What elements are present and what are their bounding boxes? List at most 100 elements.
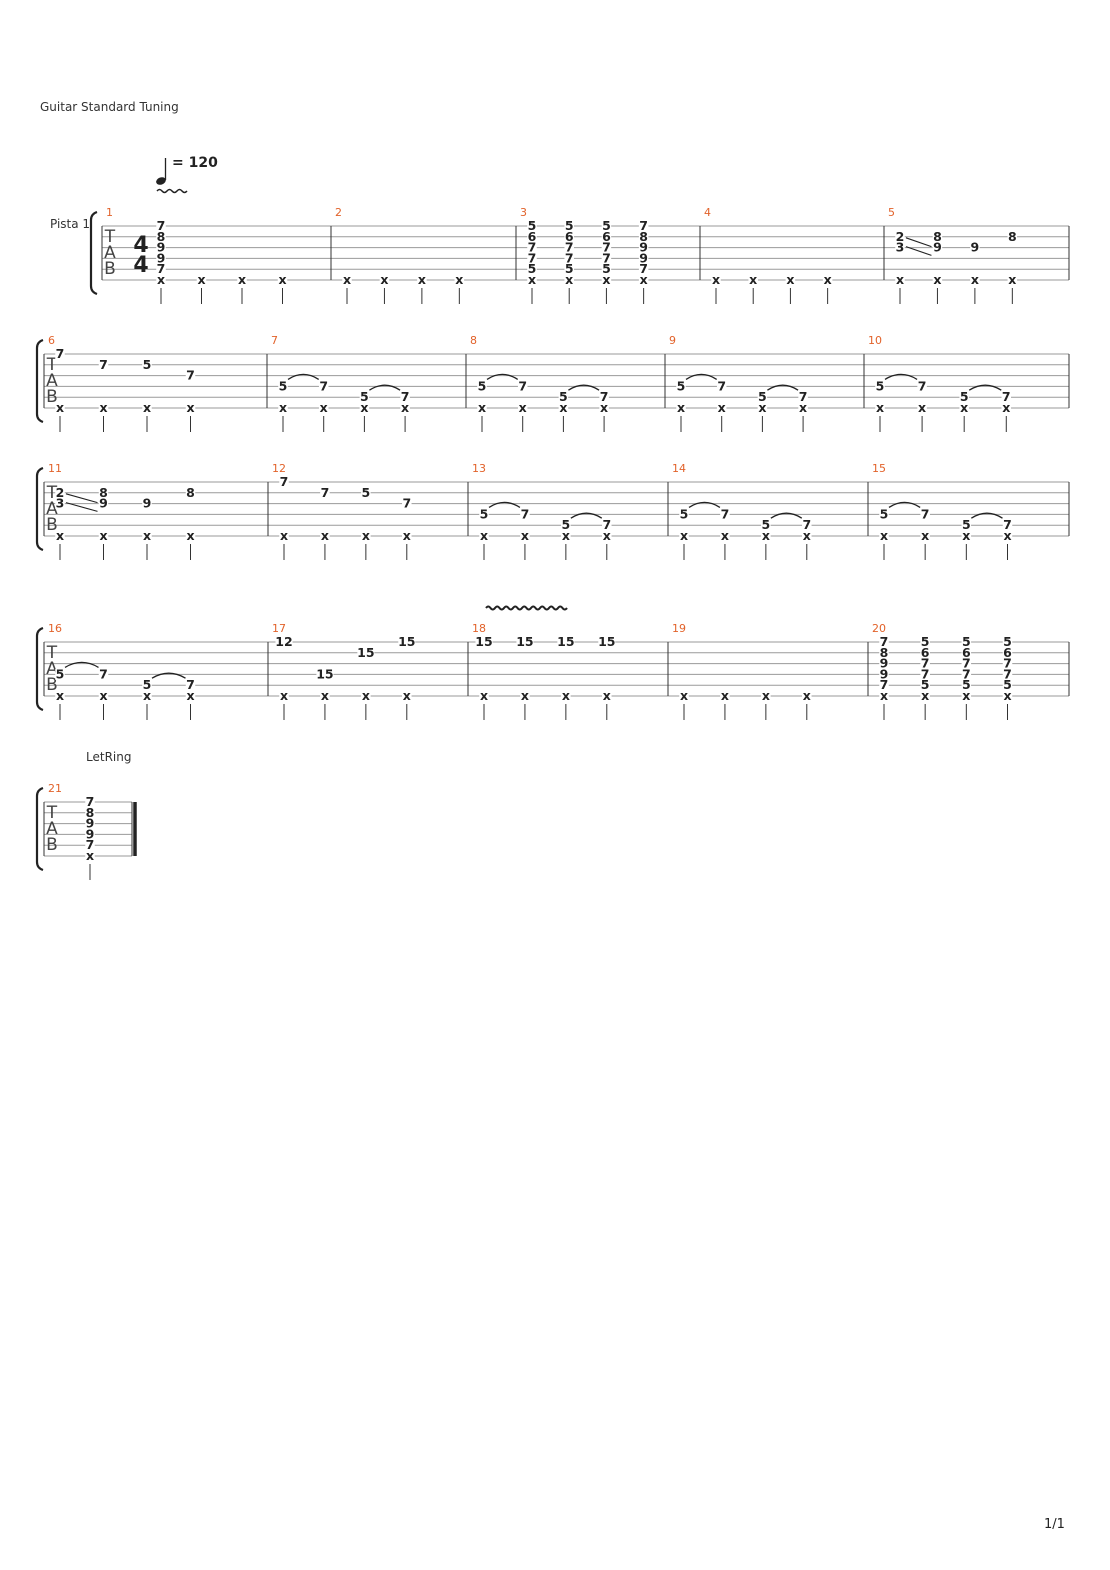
- note-background: [357, 647, 375, 659]
- note-background: [895, 274, 905, 286]
- muted-note: x: [600, 400, 608, 415]
- fret-number: 5: [677, 378, 686, 393]
- muted-note: x: [186, 400, 194, 415]
- measure-number: 20: [872, 622, 886, 635]
- fret-number: 7: [962, 666, 971, 681]
- fret-number: 5: [921, 677, 930, 692]
- fret-number: 7: [717, 378, 726, 393]
- tab-clef-letter: T: [46, 483, 58, 503]
- muted-note: x: [565, 272, 573, 287]
- note-background: [917, 402, 927, 414]
- note-background: [402, 498, 412, 510]
- note-background: [961, 647, 972, 659]
- note-background: [156, 263, 166, 275]
- hammer-on-arc: [770, 512, 803, 519]
- note-background: [142, 679, 152, 691]
- muted-note: x: [921, 528, 929, 543]
- muted-note: x: [56, 688, 64, 703]
- muted-note: x: [749, 272, 757, 287]
- muted-note: x: [56, 400, 64, 415]
- muted-note: x: [721, 688, 729, 703]
- muted-note: x: [279, 400, 287, 415]
- muted-note: x: [157, 272, 165, 287]
- fret-number: 5: [143, 357, 152, 372]
- note-background: [961, 658, 972, 670]
- fret-number: 5: [362, 485, 371, 500]
- note-background: [156, 231, 166, 243]
- muted-note: x: [186, 688, 194, 703]
- note-background: [602, 690, 612, 702]
- note-background: [932, 231, 943, 243]
- note-background: [156, 252, 166, 264]
- note-background: [185, 530, 196, 542]
- fret-number: 15: [316, 666, 333, 681]
- fret-number: 8: [933, 229, 942, 244]
- note-background: [1001, 391, 1012, 403]
- fret-number: 7: [321, 485, 330, 500]
- muted-note: x: [918, 400, 926, 415]
- note-background: [55, 487, 65, 499]
- hammer-on-arc: [369, 384, 401, 391]
- fret-number: 5: [880, 506, 889, 521]
- note-background: [475, 636, 493, 648]
- hammer-on-arc: [970, 512, 1003, 519]
- note-background: [185, 370, 196, 382]
- muted-note: x: [640, 272, 648, 287]
- note-background: [920, 508, 930, 520]
- note-background: [798, 402, 808, 414]
- muted-note: x: [403, 688, 411, 703]
- note-background: [822, 274, 833, 286]
- fret-number: 7: [639, 218, 648, 233]
- note-background: [516, 636, 534, 648]
- note-background: [520, 530, 530, 542]
- fret-number: 5: [559, 389, 568, 404]
- fret-number: 7: [86, 837, 95, 852]
- note-background: [1002, 679, 1013, 691]
- muted-note: x: [677, 400, 685, 415]
- system-bracket: [35, 338, 44, 424]
- note-background: [527, 263, 537, 275]
- note-background: [55, 498, 65, 510]
- fret-number: 9: [143, 496, 152, 511]
- fret-number: 7: [1003, 666, 1012, 681]
- note-background: [527, 242, 537, 254]
- measure-number: 6: [48, 334, 55, 347]
- fret-number: 9: [880, 656, 889, 671]
- note-background: [599, 402, 609, 414]
- fret-number: 8: [99, 485, 108, 500]
- fret-number: 6: [962, 645, 971, 660]
- note-background: [527, 274, 537, 286]
- note-background: [402, 690, 412, 702]
- time-signature-top: 4: [133, 233, 148, 258]
- muted-note: x: [718, 400, 726, 415]
- muted-note: x: [896, 272, 904, 287]
- fret-number: 6: [1003, 645, 1012, 660]
- note-background: [561, 690, 571, 702]
- note-background: [676, 402, 686, 414]
- fret-number: 5: [143, 677, 152, 692]
- fret-number: 5: [562, 517, 571, 532]
- hammer-on-arc: [486, 373, 519, 380]
- note-background: [98, 402, 109, 414]
- note-background: [527, 231, 537, 243]
- fret-number: 8: [86, 805, 95, 820]
- fret-number: 15: [475, 634, 492, 649]
- hammer-on-arc: [64, 661, 99, 668]
- note-background: [527, 252, 537, 264]
- fret-number: 7: [401, 389, 410, 404]
- muted-note: x: [603, 688, 611, 703]
- muted-note: x: [278, 272, 286, 287]
- muted-note: x: [380, 272, 388, 287]
- muted-note: x: [559, 400, 567, 415]
- hammer-on-arc: [888, 501, 921, 508]
- muted-note: x: [56, 528, 64, 543]
- note-background: [277, 274, 288, 286]
- note-background: [802, 530, 812, 542]
